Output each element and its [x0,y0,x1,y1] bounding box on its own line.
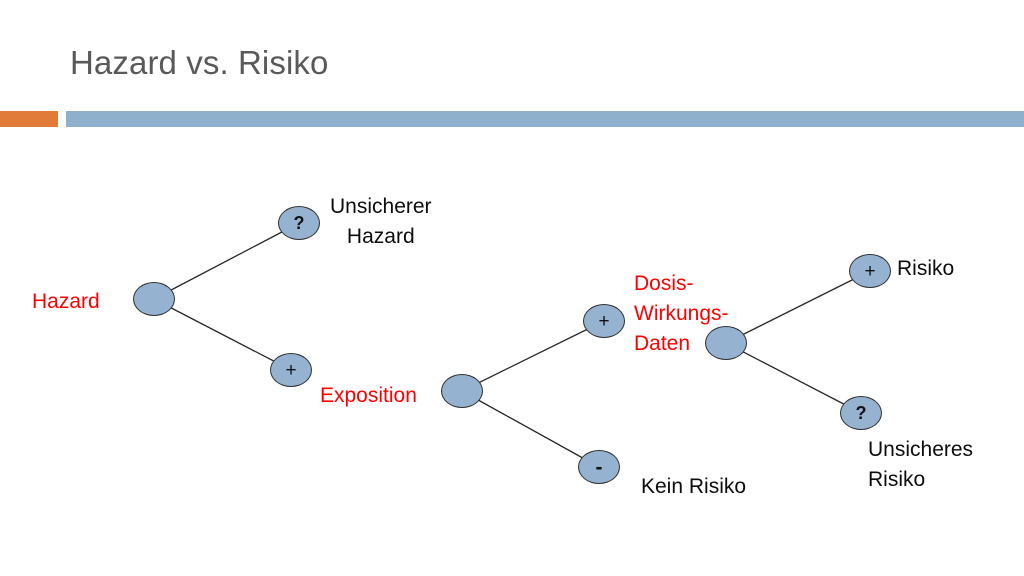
tree-edge-exposition-root-to-exposition-positive [461,320,605,392]
label-exposition: Exposition [320,384,417,407]
label-unsicheres-risiko: Unsicheres Risiko [868,438,974,491]
tree-node-exposition-root[interactable] [441,374,483,408]
tree-node-exposition-negative[interactable]: - [578,450,620,484]
label-kein-risiko: Kein Risiko [641,475,747,498]
page-title: Hazard vs. Risiko [70,44,329,81]
title-accent-rule [0,111,58,127]
tree-node-hazard-root[interactable] [133,282,175,316]
label-hazard: Hazard [32,290,100,313]
label-dosis-wirkungs: Dosis- Wirkungs- Daten [634,272,729,355]
tree-node-hazard-positive[interactable]: + [270,353,312,387]
tree-node-exposition-positive[interactable]: + [583,304,625,338]
tree-node-risiko-positive[interactable]: + [849,254,891,288]
tree-edge-hazard-root-to-hazard-unsure [153,222,300,300]
title-underline-rule [66,111,1024,127]
tree-edge-dosis-root-to-risiko-positive [725,270,871,344]
label-risiko: Risiko [897,257,955,280]
tree-node-dosis-root[interactable] [705,326,747,360]
tree-edge-exposition-root-to-exposition-negative [461,390,600,468]
label-unsicherer-hazard: Unsicherer Hazard [330,195,432,248]
tree-node-hazard-unsure[interactable]: ? [278,206,320,240]
tree-node-risiko-unsure[interactable]: ? [840,396,882,430]
tree-edge-dosis-root-to-risiko-unsure [725,342,862,414]
tree-edge-hazard-root-to-hazard-positive [153,298,292,371]
